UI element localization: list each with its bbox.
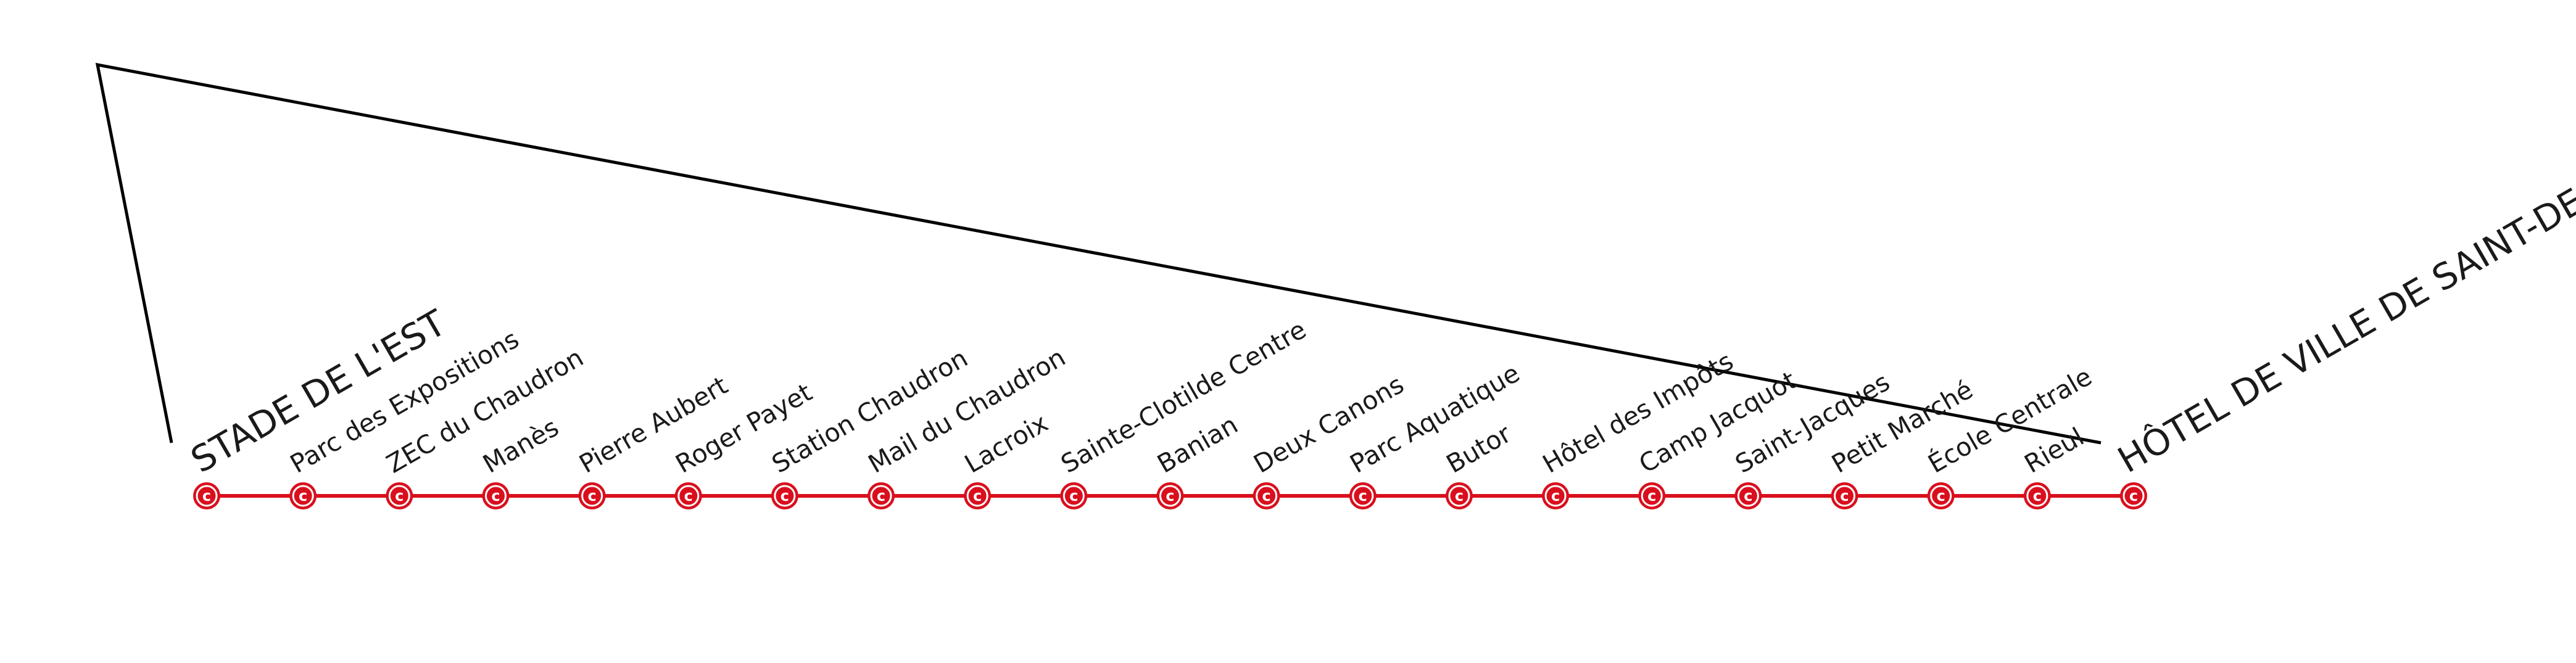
station-marker-ring <box>1737 485 1759 507</box>
station-marker-ring <box>774 485 796 507</box>
line-letter: c <box>1455 487 1464 504</box>
line-letter: c <box>1262 487 1271 504</box>
station-marker-ring <box>1448 485 1470 507</box>
line-letter: c <box>1744 487 1752 504</box>
annotation-outline <box>95 62 2102 445</box>
line-letter: c <box>1069 487 1078 504</box>
line-letter: c <box>587 487 596 504</box>
station-marker-ring <box>677 485 700 507</box>
station-marker-ring <box>196 485 218 507</box>
line-letter: c <box>1840 487 1849 504</box>
terminus-label: HÔTEL DE VILLE DE SAINT-DENIS <box>2111 149 2576 481</box>
station-marker-ring <box>1159 485 1181 507</box>
station-marker-ring <box>581 485 603 507</box>
line-letter: c <box>395 487 404 504</box>
station-marker-ring <box>484 485 507 507</box>
line-letter: c <box>1937 487 1945 504</box>
station-stop: c HÔTEL DE VILLE DE SAINT-DENIS <box>2111 149 2576 509</box>
station-label: Butor <box>1441 419 1516 479</box>
station-marker-ring <box>966 485 988 507</box>
station-marker-ring <box>1062 485 1085 507</box>
line-letter: c <box>684 487 693 504</box>
station-label: École Centrale <box>1923 361 2097 479</box>
station-marker-ring <box>292 485 314 507</box>
line-letter: c <box>1551 487 1560 504</box>
station-marker-ring <box>1544 485 1567 507</box>
line-letter: c <box>781 487 789 504</box>
station-marker-ring <box>1256 485 1278 507</box>
station-marker-ring <box>1930 485 1952 507</box>
station-marker-ring <box>2123 485 2145 507</box>
station-marker-ring <box>1834 485 1856 507</box>
line-letter: c <box>2033 487 2042 504</box>
line-letter: c <box>1359 487 1367 504</box>
line-letter: c <box>299 487 307 504</box>
line-letter: c <box>202 487 211 504</box>
line-letter: c <box>491 487 500 504</box>
station-label: Parc Aquatique <box>1345 358 1525 479</box>
station-marker-ring <box>2026 485 2048 507</box>
station-marker-ring <box>870 485 892 507</box>
line-letter: c <box>973 487 982 504</box>
station-marker-ring <box>1352 485 1374 507</box>
line-letter: c <box>1647 487 1656 504</box>
station-marker-ring <box>1641 485 1663 507</box>
line-letter: c <box>1166 487 1174 504</box>
line-letter: c <box>877 487 885 504</box>
line-letter: c <box>2129 487 2138 504</box>
station-marker-ring <box>388 485 410 507</box>
